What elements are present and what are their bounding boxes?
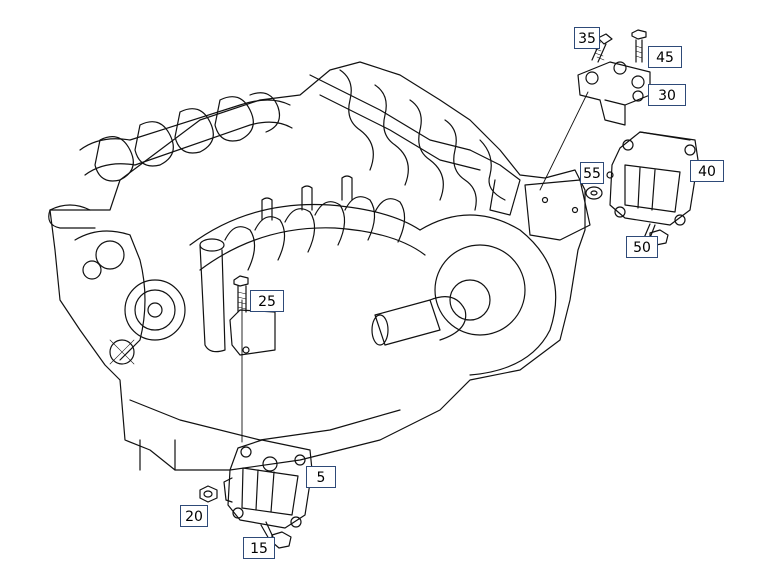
engine-block-illustration [48, 61, 591, 471]
callout-20[interactable]: 20 [180, 505, 208, 527]
callout-55[interactable]: 55 [580, 162, 604, 184]
engine-mount-front-icon [223, 439, 313, 529]
engine-mount-rear-icon [606, 131, 699, 226]
callout-40[interactable]: 40 [690, 160, 724, 182]
callout-25[interactable]: 25 [250, 290, 284, 312]
callout-15[interactable]: 15 [243, 537, 275, 559]
callout-35[interactable]: 35 [574, 27, 600, 49]
callout-50[interactable]: 50 [626, 236, 658, 258]
bolt-icon [233, 275, 249, 313]
leader-lines [241, 91, 589, 443]
callout-5[interactable]: 5 [306, 466, 336, 488]
washer-icon [585, 186, 603, 200]
bracket-icon [577, 61, 651, 126]
nut-icon [199, 485, 218, 503]
callout-30[interactable]: 30 [648, 84, 686, 106]
callout-45[interactable]: 45 [648, 46, 682, 68]
bolt-icon [631, 29, 647, 63]
